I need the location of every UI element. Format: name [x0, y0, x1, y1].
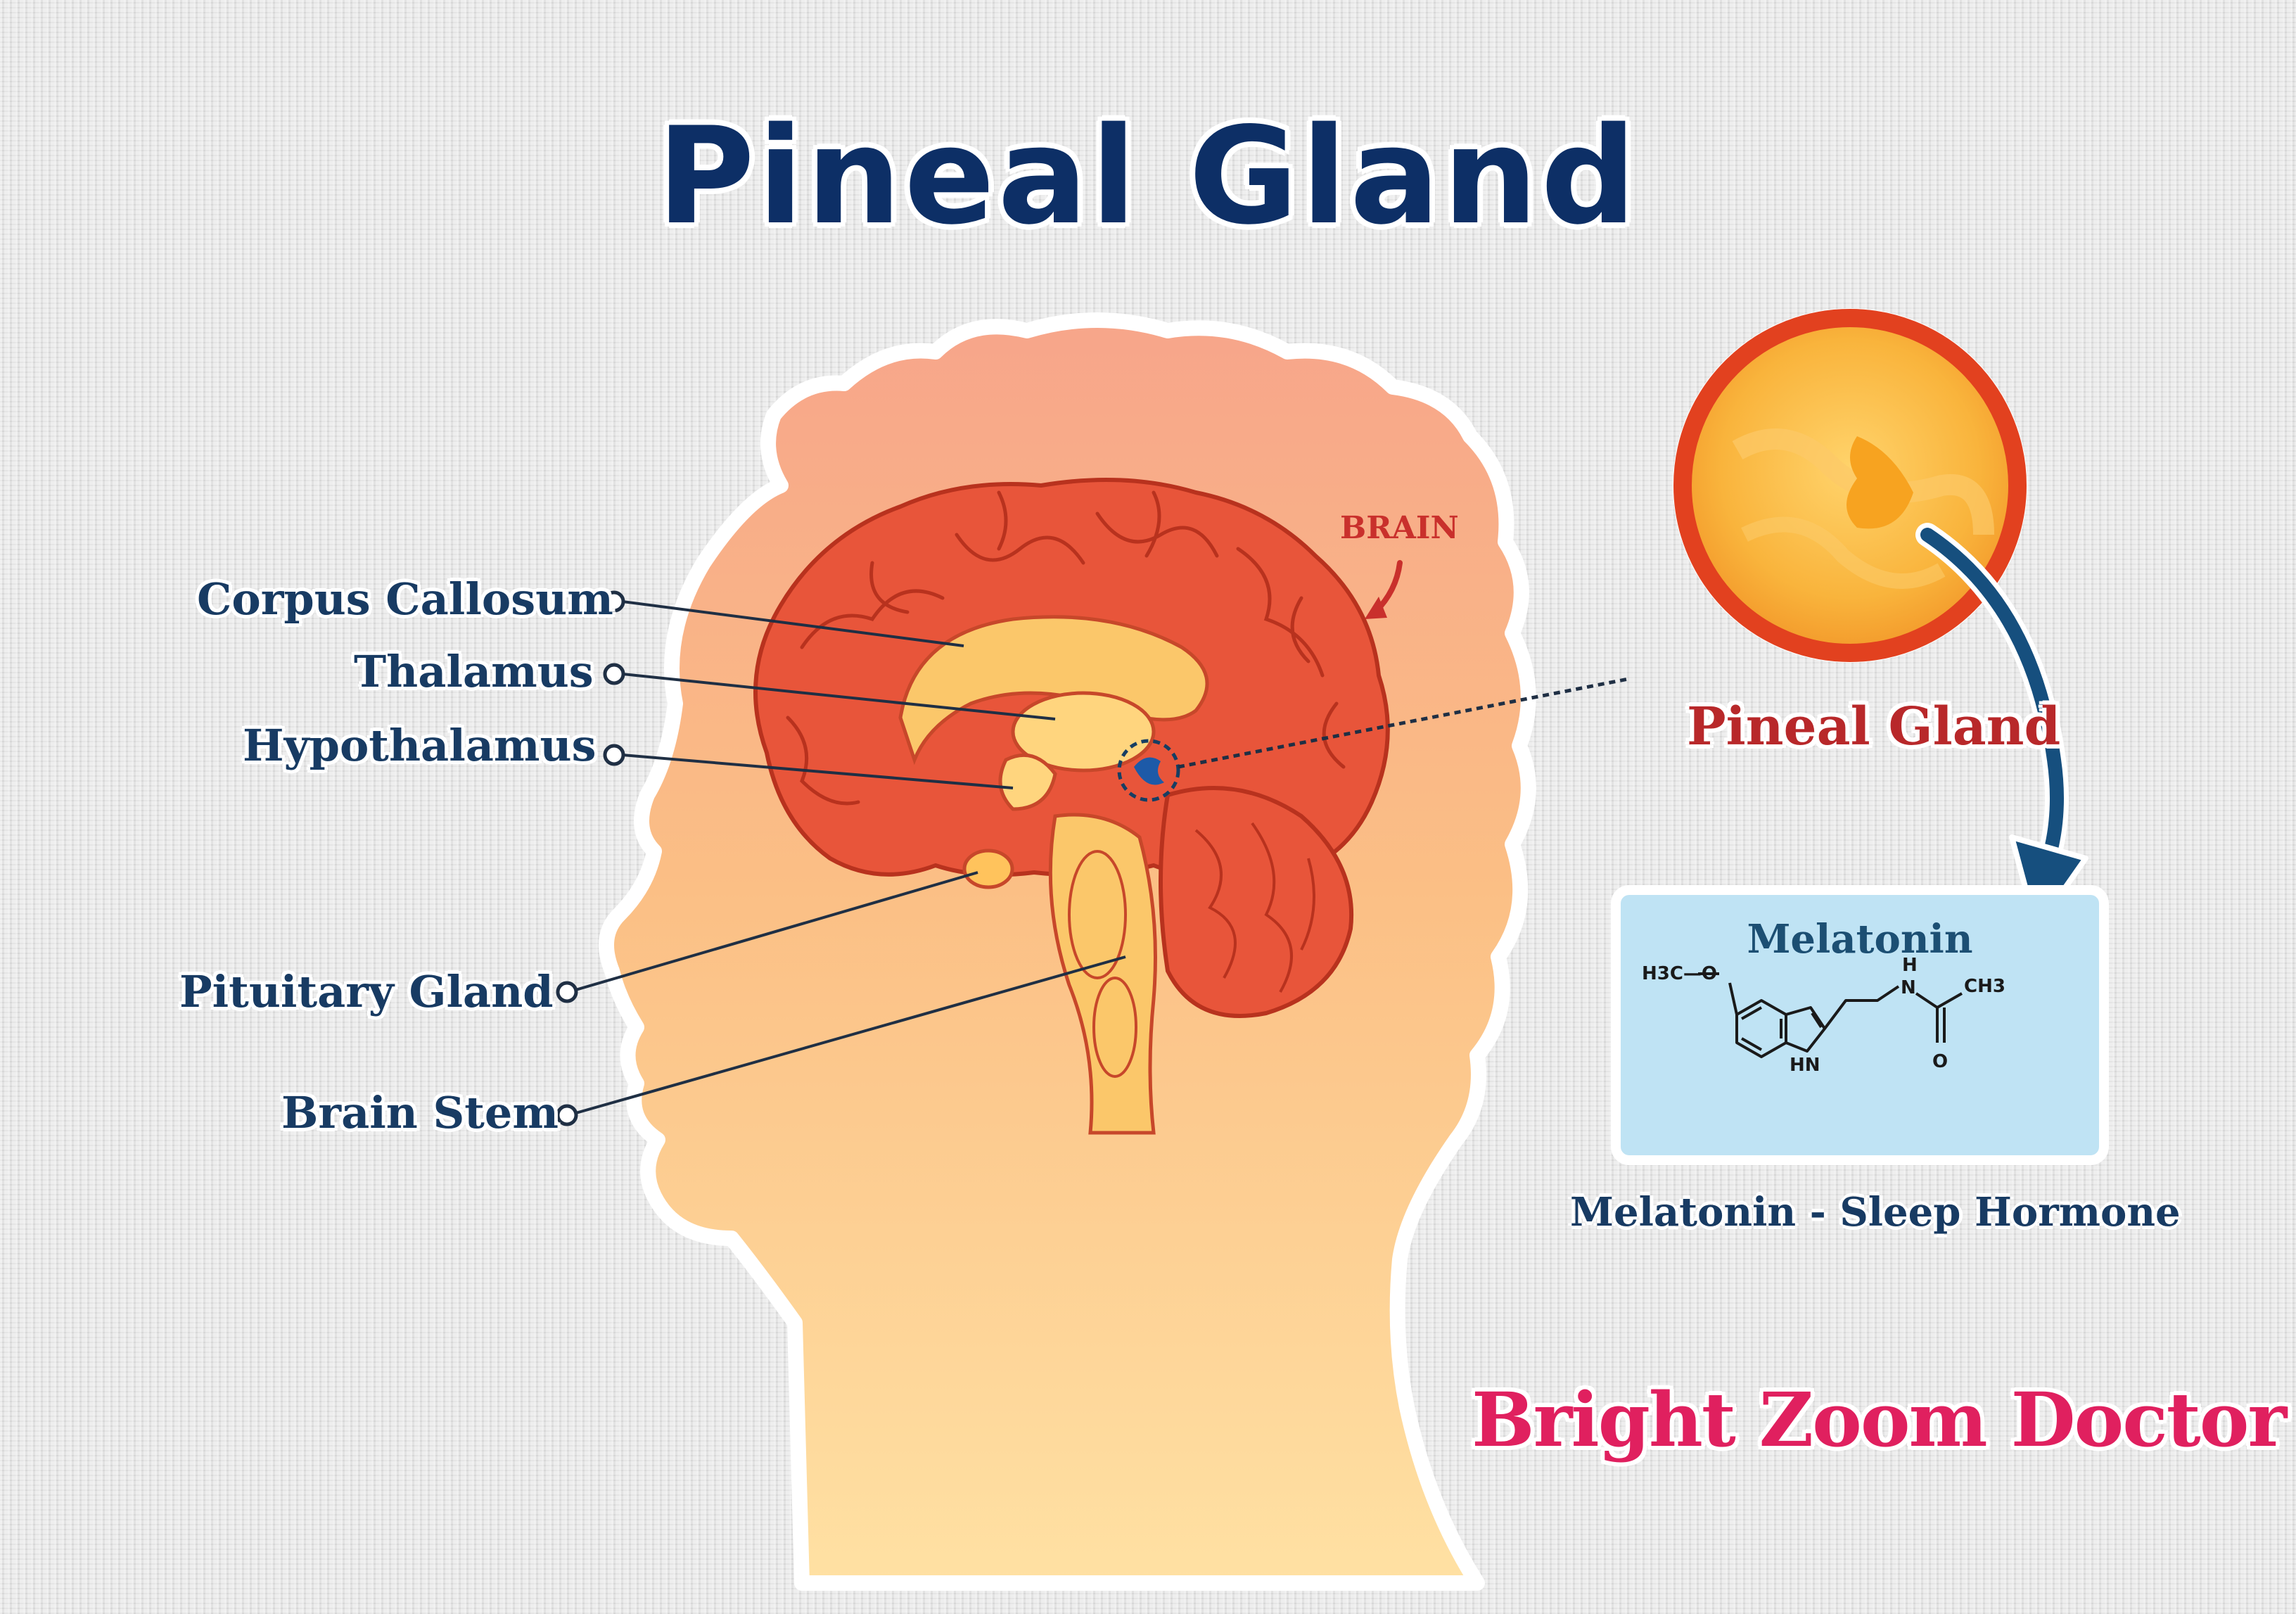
- formula-ch3: CH3: [1964, 976, 2005, 997]
- melatonin-box: Melatonin H3C: [1611, 885, 2109, 1165]
- pineal-gland-detail: [1847, 436, 1913, 529]
- brain-gyri: [786, 490, 1346, 806]
- corpus-callosum-shape: [898, 615, 1209, 765]
- label-thalamus: Thalamus: [354, 646, 594, 697]
- thalamus-shape: [1011, 691, 1156, 773]
- pituitary-shape: [962, 849, 1014, 889]
- brain-stem-shape: [1048, 813, 1157, 1135]
- cerebellum: [1159, 786, 1354, 1018]
- detail-connector: [1178, 677, 1629, 769]
- formula-methoxy: H3C—O: [1642, 963, 1717, 984]
- label-corpus-callosum: Corpus Callosum: [197, 573, 613, 625]
- melatonin-structure: H3C—O H N CH3 O HN: [1642, 955, 2005, 1076]
- pineal-location: [1134, 757, 1164, 785]
- label-brain: BRAIN: [1340, 510, 1459, 546]
- label-pituitary-gland: Pituitary Gland: [179, 966, 554, 1017]
- formula-h: H: [1902, 955, 1918, 976]
- brand-watermark: Bright Zoom Doctor: [1472, 1375, 2287, 1463]
- formula-hn: HN: [1790, 1055, 1820, 1076]
- label-brain-stem: Brain Stem: [281, 1087, 559, 1138]
- melatonin-title: Melatonin: [1747, 916, 1973, 962]
- label-hypothalamus: Hypothalamus: [243, 720, 597, 771]
- label-pineal-gland-detail: Pineal Gland: [1687, 697, 2061, 757]
- formula-o: O: [1932, 1051, 1948, 1072]
- leader-lines: [568, 600, 1126, 1117]
- page-title: Pineal Gland: [656, 99, 1640, 254]
- melatonin-caption: Melatonin - Sleep Hormone: [1570, 1189, 2181, 1235]
- formula-n: N: [1901, 977, 1916, 998]
- pineal-location-ring: [1117, 739, 1180, 802]
- leader-dots: [556, 590, 625, 1126]
